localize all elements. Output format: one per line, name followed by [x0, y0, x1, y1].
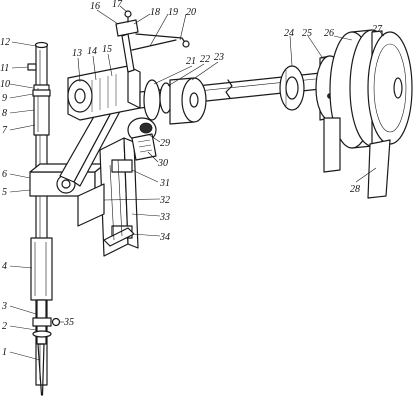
label-16: 16	[90, 1, 100, 12]
label-14: 14	[87, 46, 97, 57]
pulleys	[315, 29, 413, 199]
label-13: 13	[72, 48, 82, 59]
label-21: 21	[186, 56, 196, 67]
label-8: 8	[2, 108, 7, 119]
label-24: 24	[284, 28, 294, 39]
label-29: 29	[160, 138, 170, 149]
guide-bracket	[77, 137, 139, 257]
label-18: 18	[150, 7, 160, 18]
label-3: 3	[1, 301, 7, 312]
worm-gear	[127, 117, 157, 161]
label-23: 23	[214, 52, 224, 63]
label-28: 28	[350, 184, 360, 195]
label-1: 1	[2, 347, 7, 358]
main-shaft	[139, 65, 331, 125]
label-26: 26	[324, 28, 334, 39]
label-30: 30	[157, 158, 168, 169]
label-20: 20	[186, 7, 196, 18]
needle-bar	[27, 41, 61, 396]
label-5: 5	[2, 187, 7, 198]
label-4: 4	[2, 261, 7, 272]
label-6: 6	[2, 169, 7, 180]
label-32: 32	[159, 195, 170, 206]
label-25: 25	[302, 28, 312, 39]
label-7: 7	[2, 125, 8, 136]
crank-block	[67, 65, 141, 121]
label-12: 12	[0, 37, 10, 48]
label-9: 9	[2, 93, 7, 104]
take-up-lever	[115, 10, 190, 73]
label-19: 19	[168, 7, 178, 18]
label-33: 33	[159, 212, 170, 223]
label-2: 2	[2, 321, 7, 332]
label-31: 31	[159, 178, 170, 189]
label-15: 15	[102, 44, 112, 55]
leader-lines	[9, 5, 385, 361]
part-labels: 1 2 3 4 5 6 7 8 9 10 11 12 13 14 15 16 1…	[0, 0, 383, 358]
label-10: 10	[0, 79, 10, 90]
label-34: 34	[159, 232, 170, 243]
label-35: 35	[63, 317, 74, 328]
label-17: 17	[112, 0, 123, 10]
label-27: 27	[372, 24, 383, 35]
label-22: 22	[200, 54, 210, 65]
label-11: 11	[0, 63, 9, 74]
